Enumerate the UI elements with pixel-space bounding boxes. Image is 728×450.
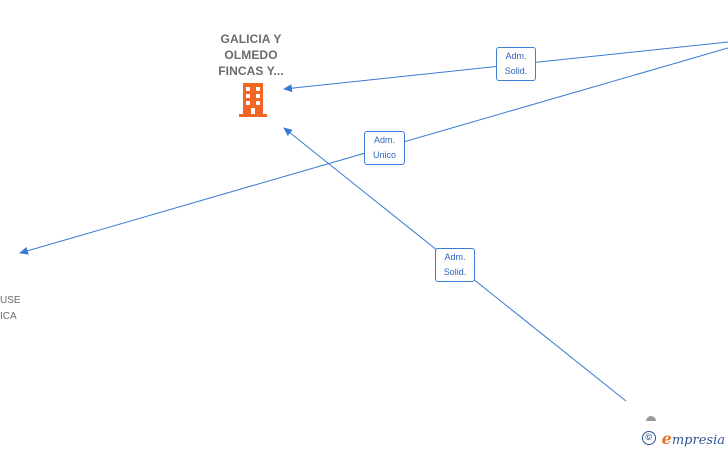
edge-label-adm-solid-bottom[interactable]: Adm. Solid. <box>435 248 475 282</box>
partial-node-label[interactable]: USE ICA <box>0 293 21 325</box>
edge-label-line: Solid. <box>443 267 467 277</box>
company-node-title[interactable]: GALICIA Y OLMEDO FINCAS Y... <box>196 31 306 79</box>
edge-label-line: Unico <box>372 150 396 160</box>
company-title-line: OLMEDO <box>224 48 278 62</box>
edge-label-adm-unico[interactable]: Adm. Unico <box>364 131 405 165</box>
building-icon[interactable] <box>236 81 270 119</box>
person-icon[interactable] <box>646 416 656 421</box>
edge-label-line: Adm. <box>444 252 466 262</box>
edge-label-line: Adm. <box>505 51 527 61</box>
company-title-line: GALICIA Y <box>220 32 282 46</box>
partial-node-line: ICA <box>0 311 17 322</box>
edge-label-line: Solid. <box>504 66 528 76</box>
copyright-icon: © <box>641 431 656 445</box>
footer-brand: © empresia <box>641 428 725 448</box>
empresia-logo[interactable]: empresia <box>662 429 725 448</box>
partial-node-line: USE <box>0 295 21 306</box>
brand-first-letter: e <box>661 428 672 448</box>
company-title-line: FINCAS Y... <box>218 64 284 78</box>
edge-label-line: Adm. <box>373 135 395 145</box>
edge-label-adm-solid-top[interactable]: Adm. Solid. <box>496 47 536 81</box>
brand-rest: mpresia <box>671 432 725 448</box>
